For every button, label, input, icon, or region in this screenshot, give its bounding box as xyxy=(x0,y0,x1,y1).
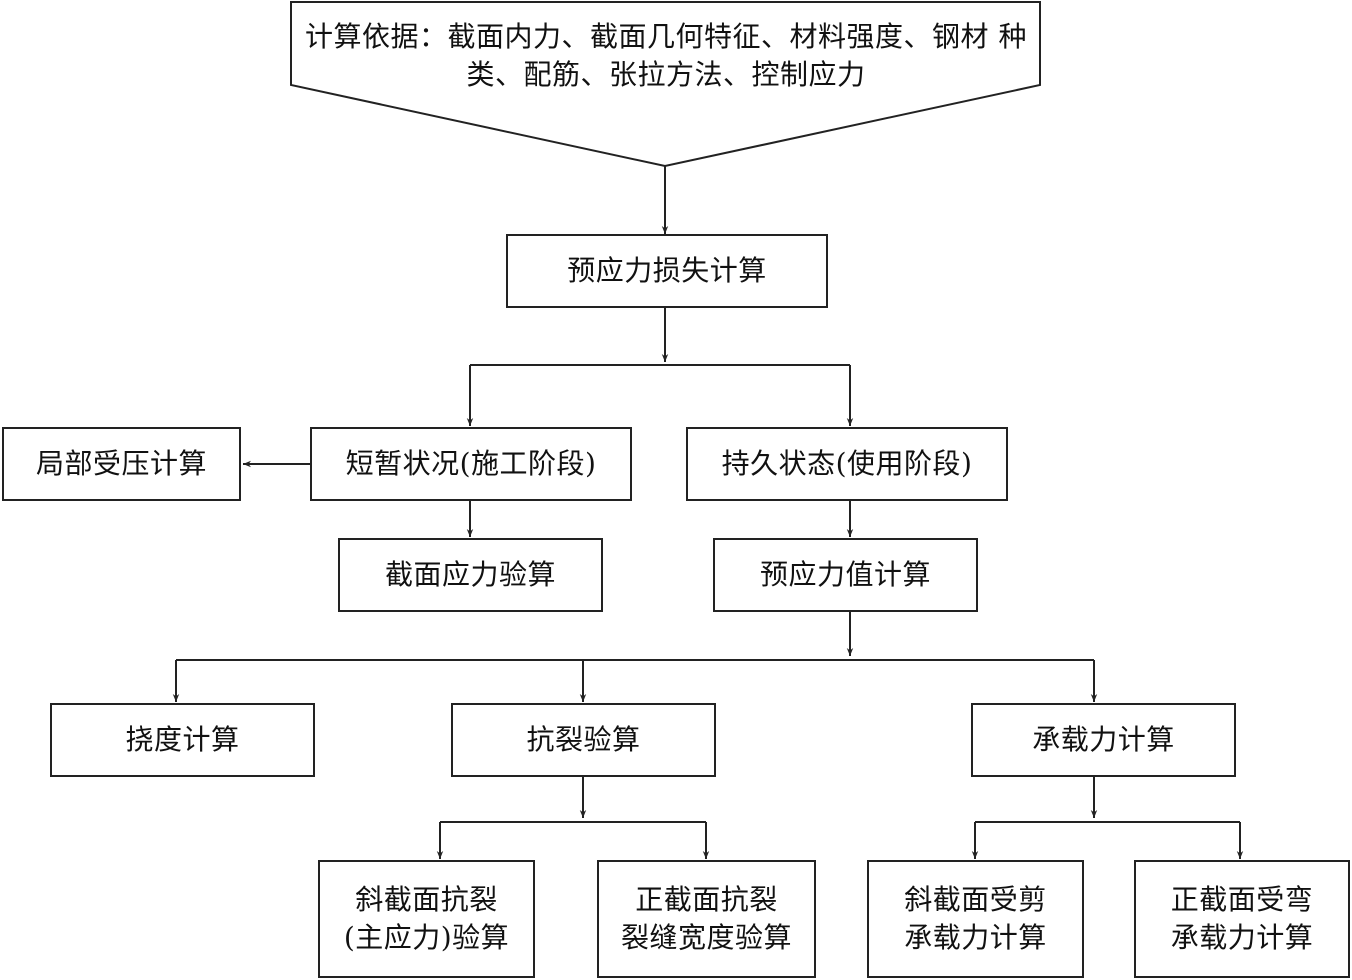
node-bearing-capacity-label: 承载力计算 xyxy=(1032,723,1175,757)
node-deflection-label: 挠度计算 xyxy=(125,723,240,757)
node-normal-section-bending: 正截面受弯 承载力计算 xyxy=(1134,860,1350,978)
node-local-compression: 局部受压计算 xyxy=(2,427,241,501)
node-persistent-state-label: 持久状态(使用阶段) xyxy=(721,447,973,481)
node-persistent-state: 持久状态(使用阶段) xyxy=(686,427,1008,501)
node-inclined-section-crack-line-2: (主应力)验算 xyxy=(343,921,510,954)
node-section-stress-check: 截面应力验算 xyxy=(338,538,603,612)
node-prestress-loss-label: 预应力损失计算 xyxy=(567,254,767,288)
node-inclined-section-crack: 斜截面抗裂 (主应力)验算 xyxy=(318,860,535,978)
node-transient-state: 短暂状况(施工阶段) xyxy=(310,427,632,501)
node-bearing-capacity: 承载力计算 xyxy=(971,703,1236,777)
node-inclined-section-crack-line-1: 斜截面抗裂 xyxy=(355,883,498,917)
node-normal-section-crack-line-1: 正截面抗裂 xyxy=(635,883,778,917)
node-inclined-section-shear-line-1: 斜截面受剪 xyxy=(904,883,1047,917)
node-inclined-section-shear: 斜截面受剪 承载力计算 xyxy=(867,860,1084,978)
banner-line-1: 计算依据：截面内力、截面几何特征、材料强度、钢材 xyxy=(305,20,990,53)
node-crack-check: 抗裂验算 xyxy=(451,703,716,777)
node-transient-state-label: 短暂状况(施工阶段) xyxy=(345,447,597,481)
node-normal-section-bending-line-2: 承载力计算 xyxy=(1170,921,1314,954)
node-local-compression-label: 局部受压计算 xyxy=(35,447,207,481)
node-normal-section-crack-line-2: 裂缝宽度验算 xyxy=(620,921,792,954)
node-deflection: 挠度计算 xyxy=(50,703,315,777)
banner-text: 计算依据：截面内力、截面几何特征、材料强度、钢材 种类、配筋、张拉方法、控制应力 xyxy=(290,18,1042,94)
node-prestress-value: 预应力值计算 xyxy=(713,538,978,612)
node-normal-section-crack: 正截面抗裂 裂缝宽度验算 xyxy=(597,860,816,978)
node-crack-check-label: 抗裂验算 xyxy=(526,723,641,757)
node-section-stress-check-label: 截面应力验算 xyxy=(384,558,556,592)
node-prestress-value-label: 预应力值计算 xyxy=(759,558,931,592)
node-normal-section-bending-line-1: 正截面受弯 xyxy=(1170,883,1314,917)
node-prestress-loss: 预应力损失计算 xyxy=(506,234,828,308)
node-inclined-section-shear-line-2: 承载力计算 xyxy=(904,921,1047,954)
banner-line-2: 种类、配筋、张拉方法、控制应力 xyxy=(466,20,1027,91)
banner-shape xyxy=(290,1,1041,168)
